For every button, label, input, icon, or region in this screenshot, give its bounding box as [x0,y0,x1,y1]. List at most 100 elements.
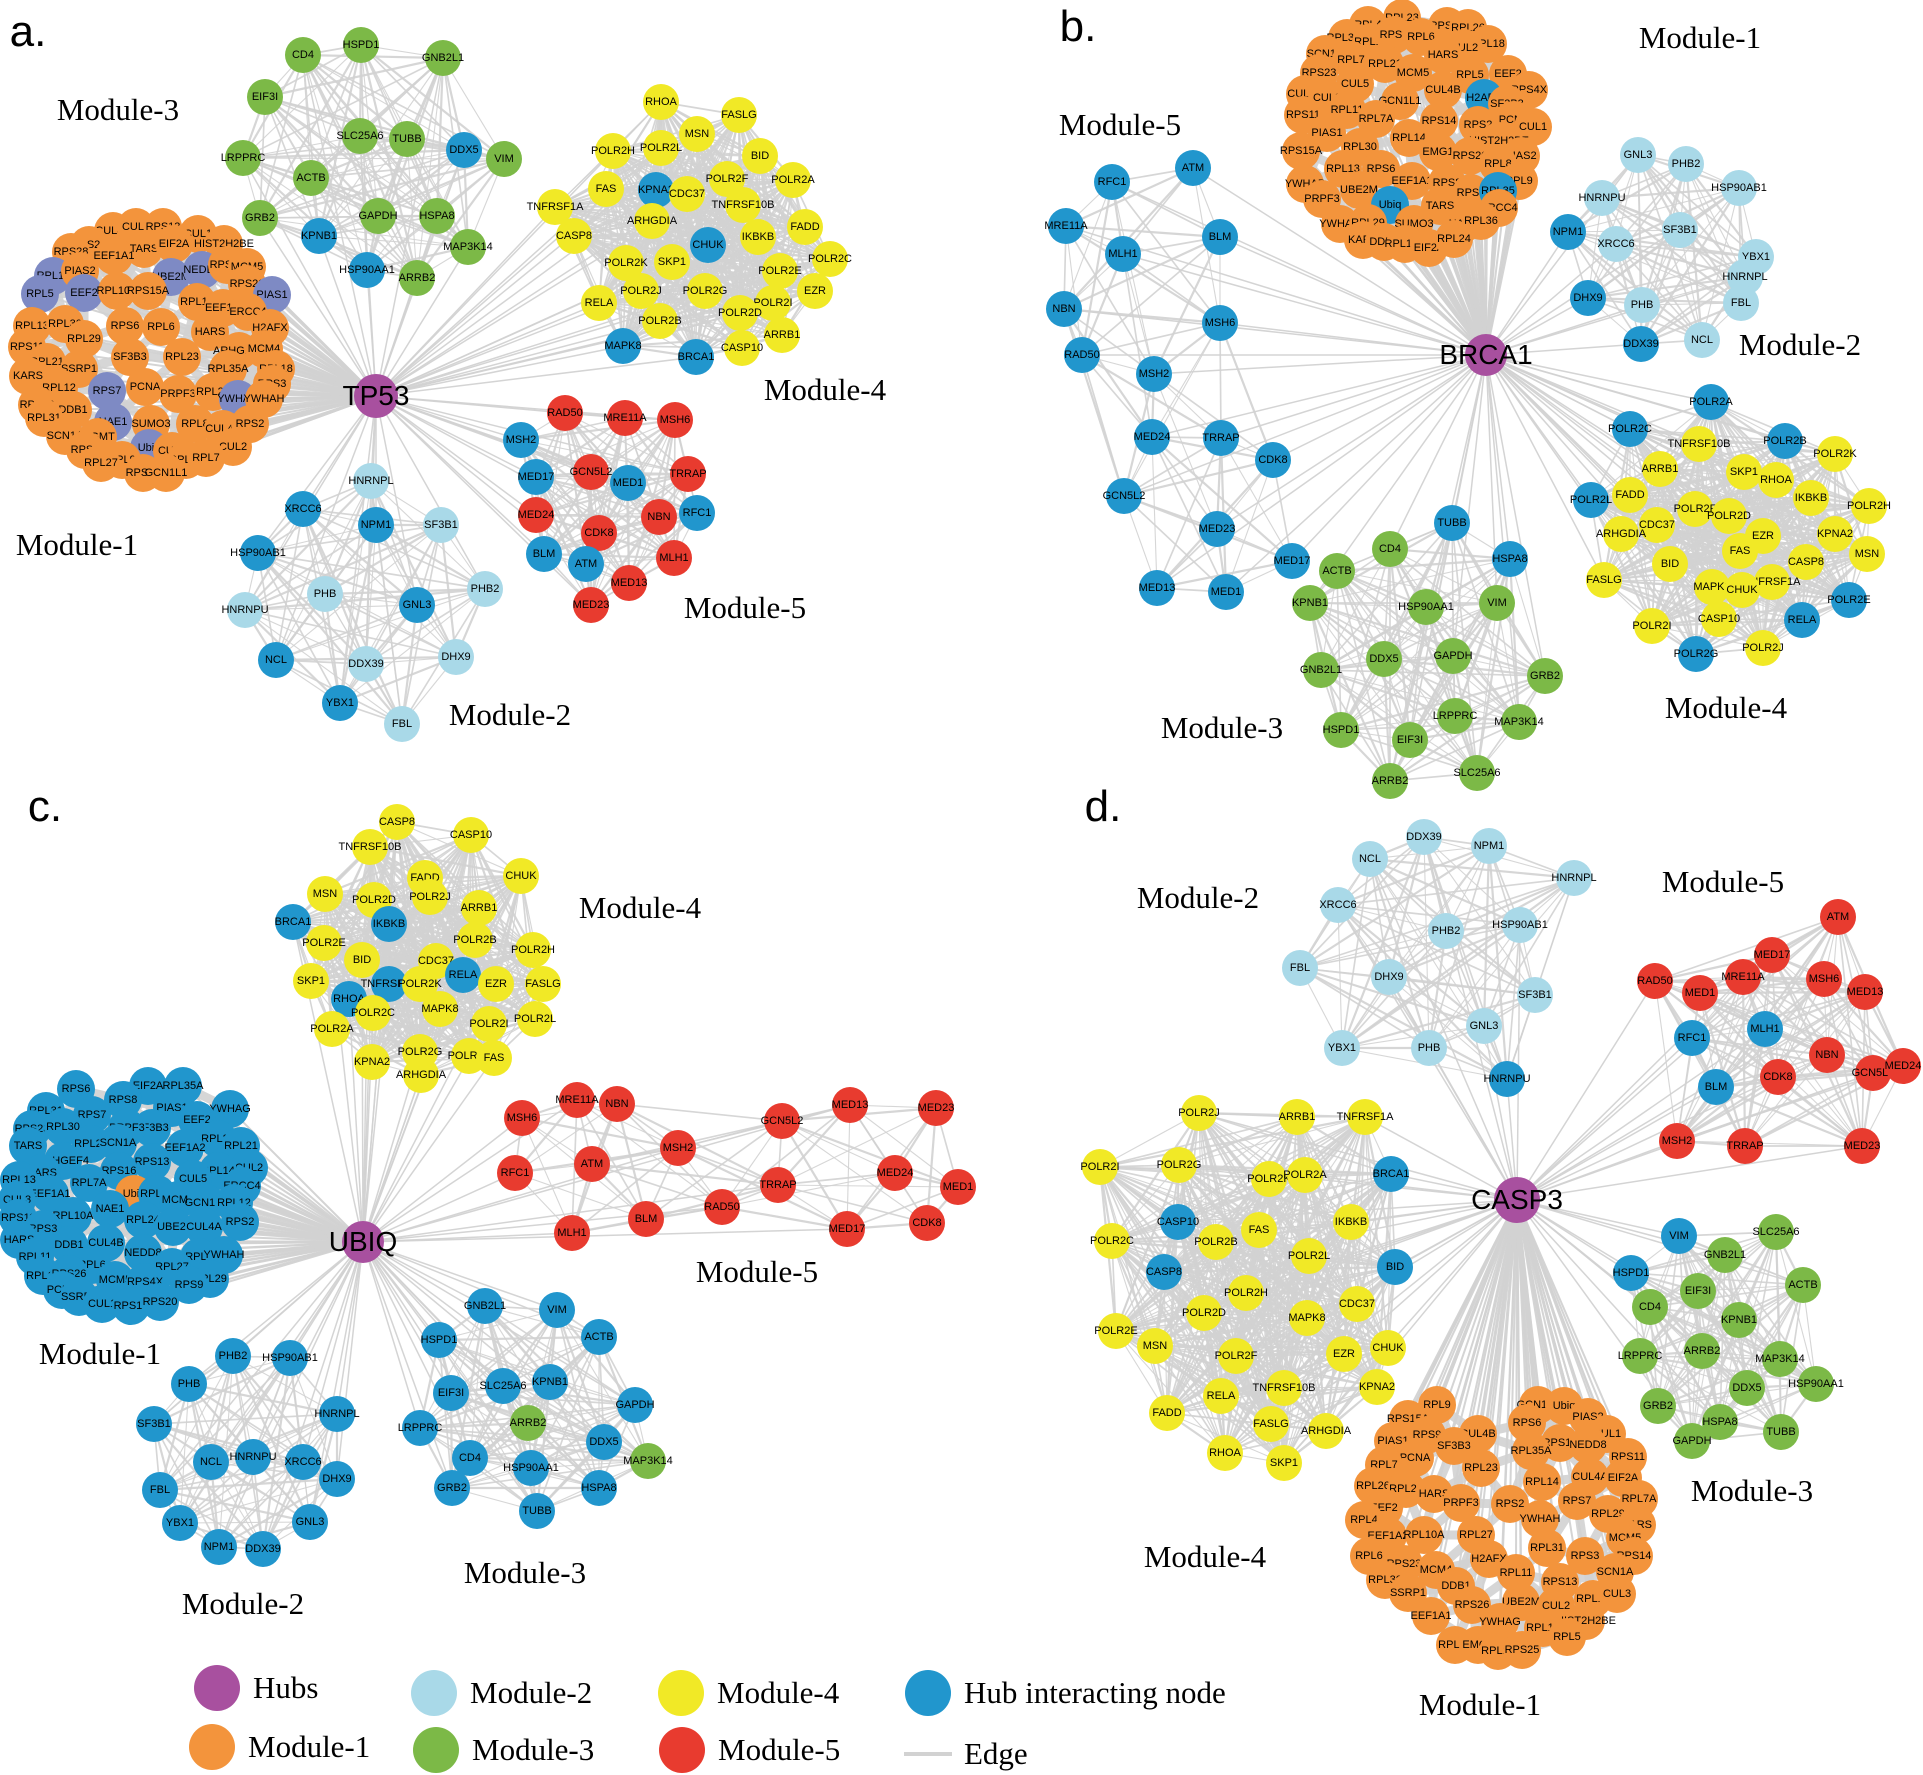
hub-edge [1485,343,1642,356]
hub-edge [375,246,469,397]
edge [259,217,469,248]
edge [612,114,740,152]
edge [324,587,486,596]
edge [264,44,362,98]
edge [1389,721,1520,782]
hub-edge [318,235,377,397]
edge-layer [12,13,1905,1656]
edge [573,235,759,238]
edge [1629,401,1712,496]
hub-edge [1063,308,1487,356]
edge [1389,548,1546,677]
edge [1656,524,1803,621]
hub-edge [275,395,377,661]
edge [257,552,457,658]
edge [520,439,689,475]
edge [360,44,505,160]
edge [416,57,444,279]
edge [1320,602,1498,671]
edge [1409,606,1427,741]
edge [275,480,372,661]
edge [1336,570,1546,677]
edge [1063,181,1113,310]
edge [257,552,486,590]
hub-edge [375,302,774,397]
edge [1320,669,1478,774]
edge [1063,236,1221,310]
hub-edge [362,1241,421,1429]
hub-edge [375,395,592,606]
edge [1369,857,1575,880]
edge [1151,436,1158,589]
edge [1695,553,1868,655]
edge [360,44,465,151]
hub-edge [375,395,698,514]
edge [1603,496,1812,582]
edge [1482,845,1491,1027]
edge [244,609,403,725]
edge [1063,308,1155,375]
edge [590,512,698,606]
edge [1651,625,1764,649]
edge [244,609,457,658]
edge [1309,601,1546,678]
edge [1640,301,1742,346]
edge [375,524,486,590]
edge [365,524,377,665]
edge [1425,606,1546,677]
hub-edge [227,368,377,397]
hub-edge [1122,253,1487,356]
hub-edge [257,395,377,554]
hub-edge [375,193,688,397]
hub-edge [375,395,522,441]
edge [1340,655,1454,731]
edge [1762,553,1868,649]
edge [616,1103,783,1122]
edge [1382,658,1392,782]
hub-edge [1485,354,1836,535]
hub-edge [375,206,556,397]
hub-edge [259,217,377,397]
hub-edge [1485,207,1500,356]
edge [1340,715,1456,731]
edge [1219,322,1222,439]
hub-edge [1111,181,1487,356]
hub-edge [1480,220,1487,356]
edge [1695,598,1850,656]
hub-edge [1485,354,1546,677]
hub-edge [1225,354,1487,593]
hub-edge [271,294,377,397]
hub-edge [1485,304,1643,356]
edge [1409,675,1546,741]
edge [264,56,444,99]
edge [1336,570,1342,731]
edge [1080,253,1125,356]
hub-edge [375,395,537,516]
hub-edge [1192,167,1487,356]
edge [1225,459,1274,593]
edge [442,57,505,160]
edge [1656,524,1836,535]
hub-edge [242,157,377,397]
edge [257,524,377,554]
edge [1659,439,1786,471]
edge [535,419,676,478]
edge [534,476,593,606]
edge [259,157,505,220]
edge [651,220,806,228]
edge [1122,253,1153,438]
edge [1122,253,1155,375]
edge [1111,181,1221,324]
edge [318,57,444,237]
edge [310,149,465,179]
edge [671,260,781,273]
edge [1336,557,1511,573]
edge [264,95,408,141]
edge [1065,225,1221,324]
edge [400,604,419,725]
hub-edge [1291,354,1487,562]
edge [1640,276,1746,345]
hub-edge [1156,354,1487,589]
